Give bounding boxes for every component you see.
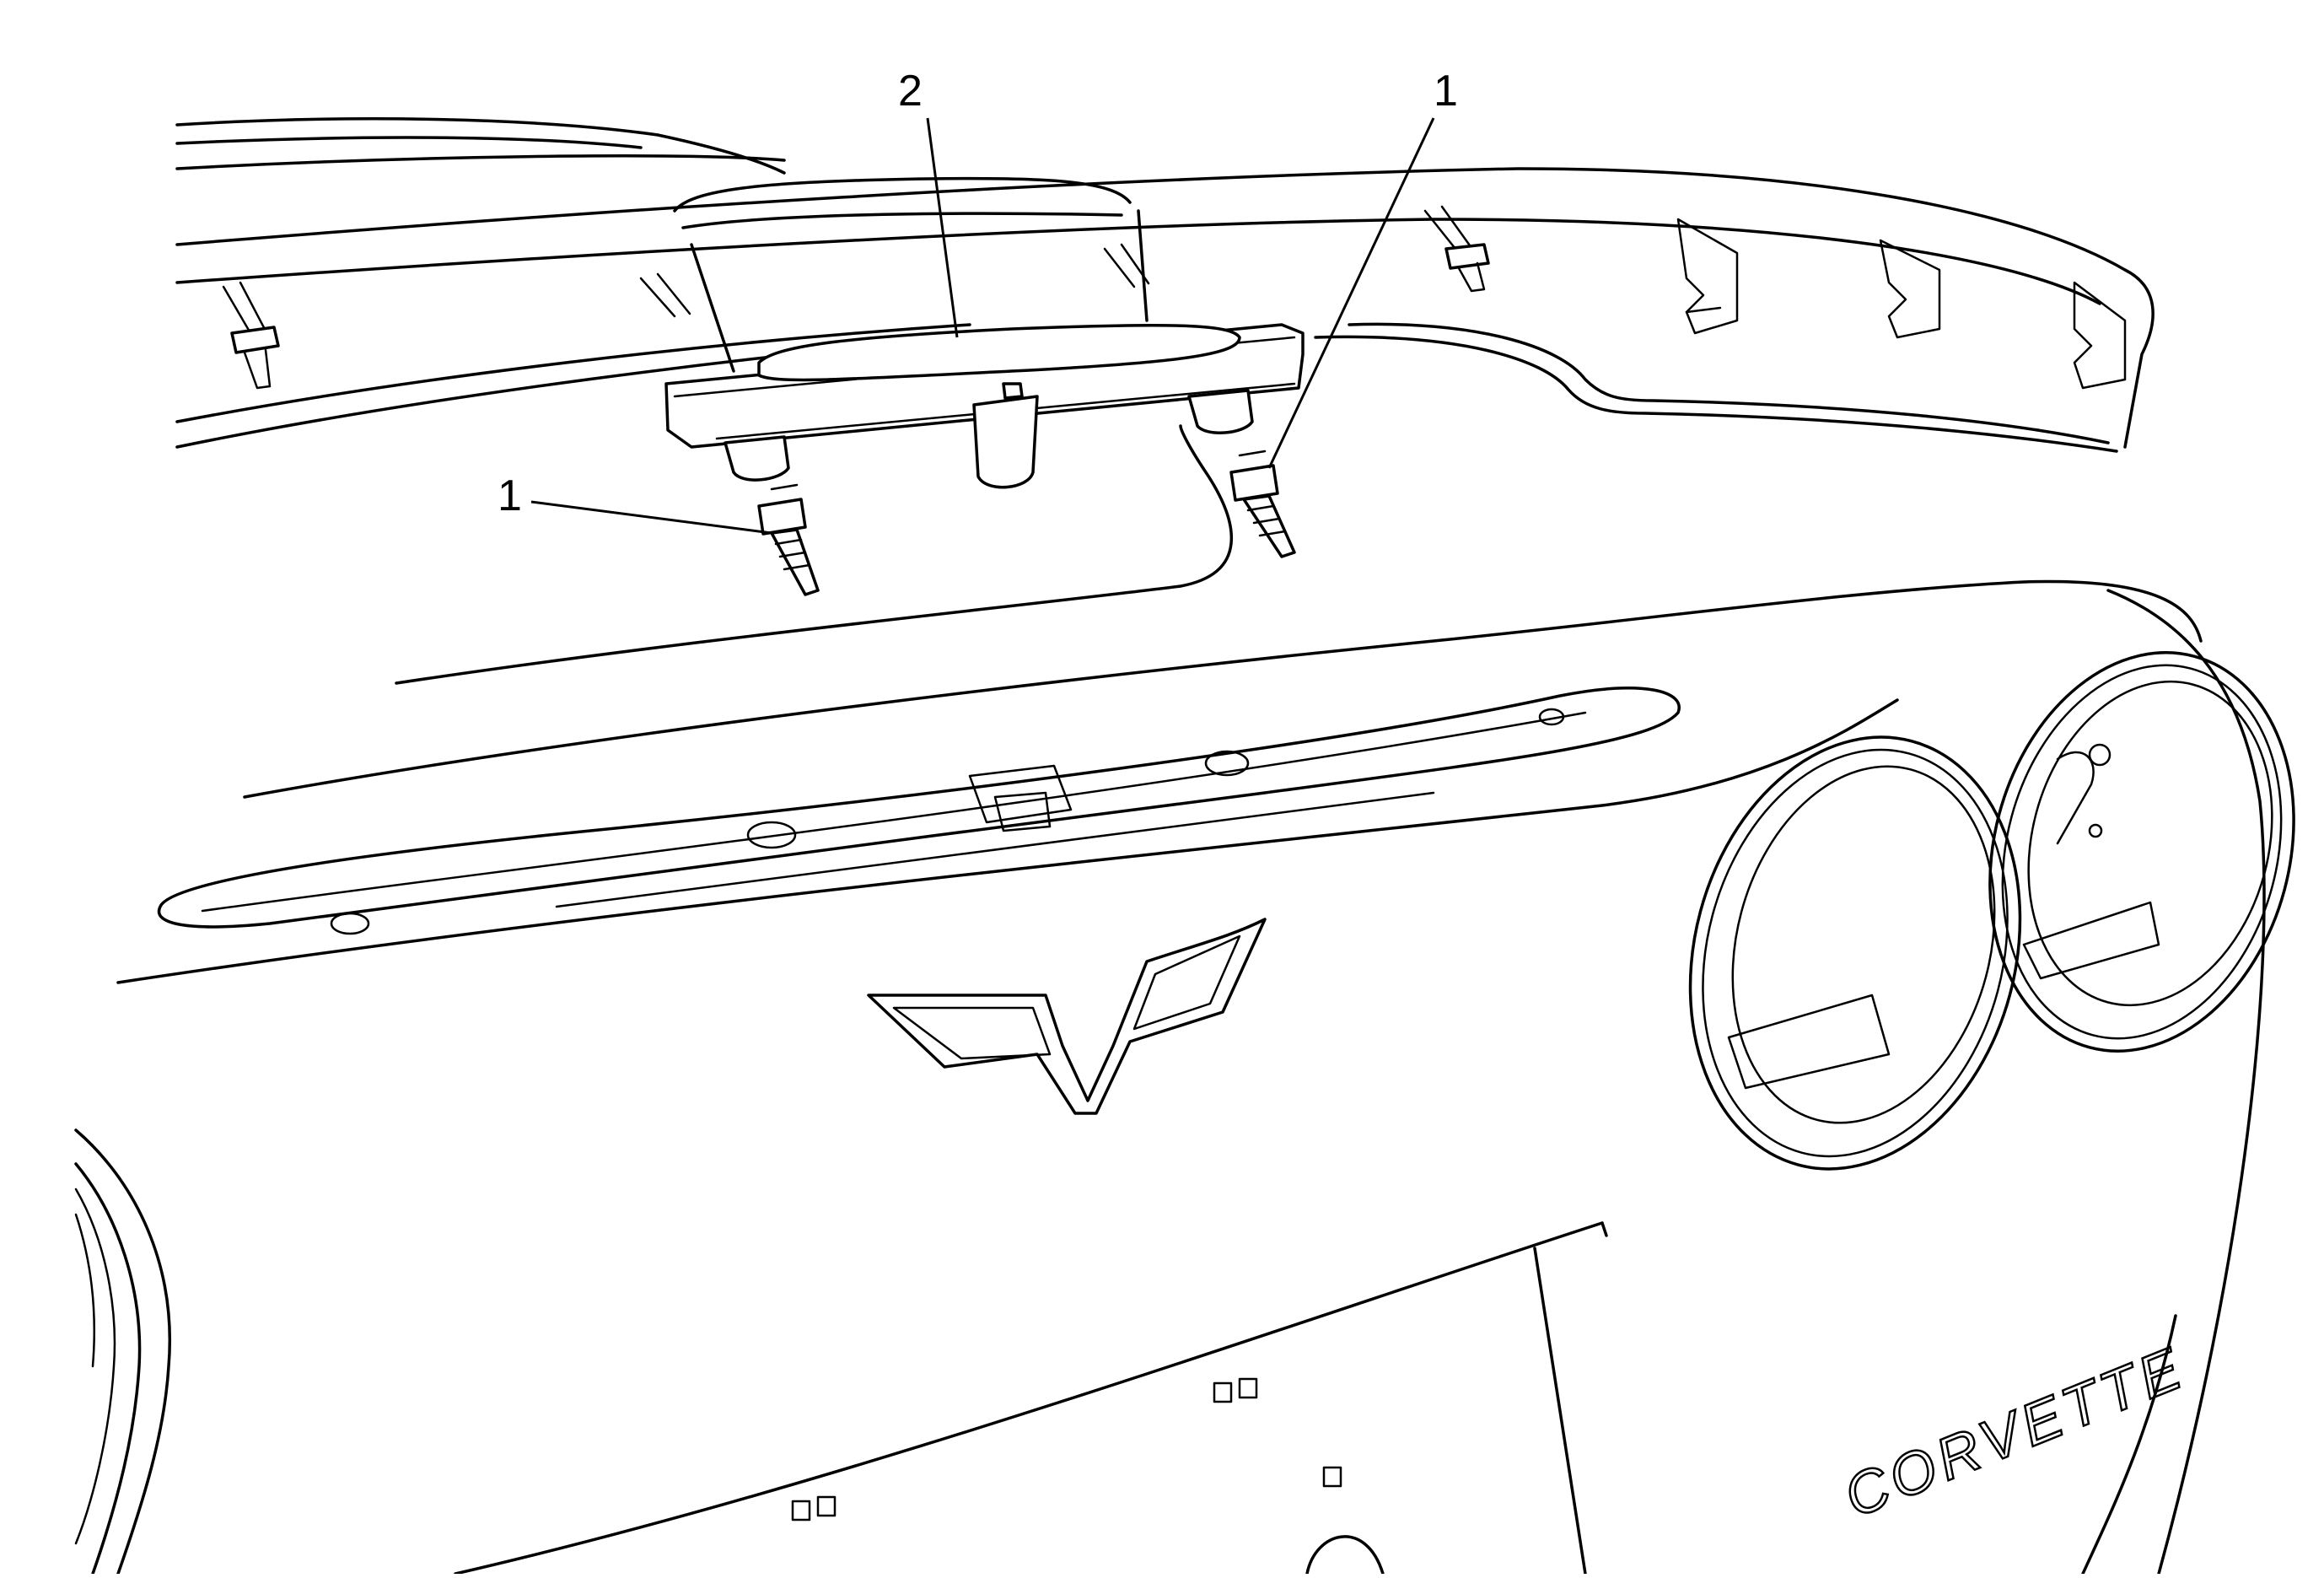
tail-lamp-housings	[1688, 651, 2295, 1171]
license-plate-area	[791, 1377, 1385, 1575]
bolt-left	[757, 483, 820, 596]
rear-fascia-recess	[157, 687, 1681, 935]
locator-pins	[639, 243, 1150, 318]
callout-1-left: 1	[498, 471, 772, 535]
callout-label: 2	[898, 67, 923, 116]
spoiler-clips	[1676, 218, 2127, 390]
corvette-badge: CORVETTE	[1835, 1333, 2194, 1530]
callout-2: 2	[898, 67, 959, 338]
callout-label: 1	[1434, 67, 1458, 116]
callout-leader	[1267, 117, 1435, 469]
bolt-right	[1229, 450, 1296, 558]
body-edges	[454, 589, 2266, 1575]
left-body-arcs	[74, 1128, 171, 1575]
callout-leader	[926, 117, 959, 338]
callout-label: 1	[498, 471, 522, 520]
callout-leader	[530, 500, 772, 535]
callout-1-right: 1	[1267, 67, 1458, 469]
stop-lamp-assembly	[664, 209, 1305, 489]
crossed-flags-emblem	[867, 918, 1267, 1115]
outer-studs	[222, 205, 1490, 390]
spoiler-assembly	[116, 117, 2203, 984]
